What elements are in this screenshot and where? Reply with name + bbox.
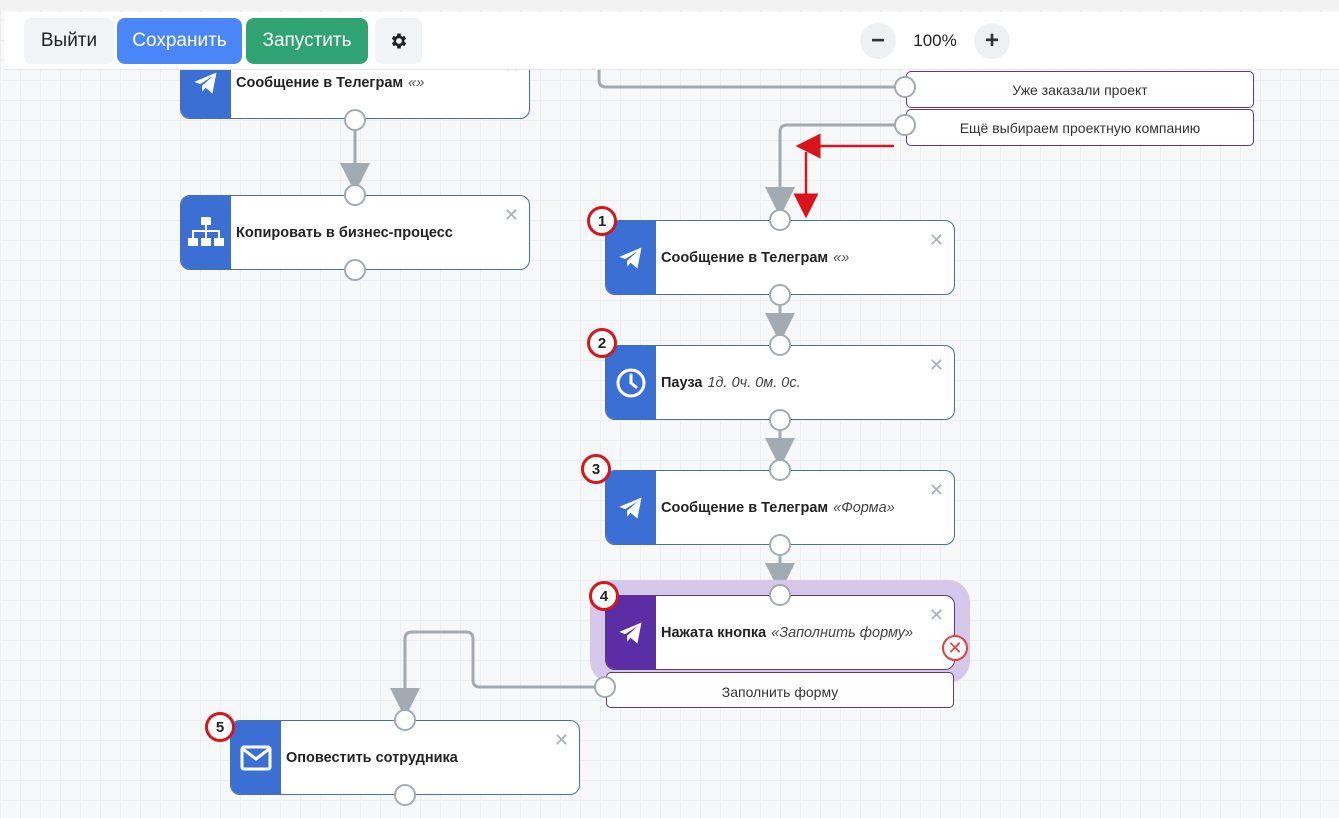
- exit-button[interactable]: Выйти: [24, 18, 114, 64]
- annotation-badge-1: 1: [587, 206, 617, 236]
- node-title: Сообщение в Телеграм«Форма»: [661, 499, 895, 516]
- node-telegram-form[interactable]: Сообщение в Телеграм«Форма» ✕: [605, 470, 955, 545]
- window-top-strip: [0, 0, 1339, 10]
- node-title: Сообщение в Телеграм«»: [661, 249, 850, 266]
- telegram-icon: [606, 596, 656, 669]
- close-icon[interactable]: ✕: [928, 230, 944, 250]
- node-title: Оповестить сотрудника: [286, 749, 458, 766]
- run-button[interactable]: Запустить: [246, 18, 368, 64]
- option-still-choosing[interactable]: Ещё выбираем проектную компанию: [906, 109, 1254, 146]
- port-option-already-ordered[interactable]: [894, 76, 916, 98]
- node-button-pressed[interactable]: Нажата кнопка«Заполнить форму» ✕: [605, 595, 955, 670]
- zoom-level: 100%: [913, 31, 957, 50]
- error-remove-icon[interactable]: ✕: [942, 635, 968, 661]
- option-label: Заполнить форму: [721, 684, 839, 700]
- telegram-icon: [606, 221, 656, 294]
- settings-button[interactable]: [375, 18, 422, 64]
- node-notify-employee[interactable]: Оповестить сотрудника ✕: [230, 720, 580, 795]
- org-chart-icon: [181, 196, 231, 269]
- close-icon[interactable]: ✕: [928, 605, 944, 625]
- editor-toolbar: Выйти Сохранить Запустить − 100% +: [4, 12, 1339, 70]
- wire-top-right: [597, 70, 905, 89]
- option-fill-form[interactable]: Заполнить форму: [606, 672, 954, 708]
- node-title: Сообщение в Телеграм«»: [236, 74, 425, 91]
- gear-icon: [391, 33, 406, 49]
- option-already-ordered[interactable]: Уже заказали проект: [906, 71, 1254, 108]
- port-out-tg-top[interactable]: [344, 109, 366, 131]
- port-in-msg1[interactable]: [769, 209, 791, 231]
- port-in-button[interactable]: [769, 584, 791, 606]
- envelope-icon: [231, 721, 281, 794]
- annotation-badge-5: 5: [205, 712, 235, 742]
- wire-choose-to-msg1: [765, 123, 905, 217]
- port-in-form[interactable]: [769, 459, 791, 481]
- annotation-badge-2: 2: [587, 328, 617, 358]
- port-in-copy[interactable]: [344, 184, 366, 206]
- zoom-in-button[interactable]: +: [974, 23, 1010, 59]
- close-icon[interactable]: ✕: [553, 730, 569, 750]
- node-title: Копировать в бизнес-процесс: [236, 224, 453, 241]
- close-icon[interactable]: ✕: [928, 480, 944, 500]
- telegram-icon: [606, 471, 656, 544]
- port-option-still-choosing[interactable]: [894, 114, 916, 136]
- option-label: Ещё выбираем проектную компанию: [959, 119, 1201, 136]
- node-telegram-message-1[interactable]: Сообщение в Телеграм«» ✕: [605, 220, 955, 295]
- port-in-pause[interactable]: [769, 334, 791, 356]
- port-out-pause[interactable]: [769, 409, 791, 431]
- close-icon[interactable]: ✕: [503, 205, 519, 225]
- clock-icon: [606, 346, 656, 419]
- annotation-badge-4: 4: [589, 581, 619, 611]
- port-option-fill-form[interactable]: [594, 676, 616, 698]
- save-button[interactable]: Сохранить: [117, 18, 242, 64]
- option-label: Уже заказали проект: [1012, 81, 1148, 98]
- close-icon[interactable]: ✕: [928, 355, 944, 375]
- port-out-form[interactable]: [769, 534, 791, 556]
- node-title: Нажата кнопка«Заполнить форму»: [661, 624, 914, 641]
- port-out-copy[interactable]: [344, 259, 366, 281]
- port-out-msg1[interactable]: [769, 284, 791, 306]
- port-out-notify[interactable]: [394, 784, 416, 806]
- zoom-out-button[interactable]: −: [860, 23, 896, 59]
- annotation-badge-3: 3: [581, 454, 611, 484]
- node-copy-business-process[interactable]: Копировать в бизнес-процесс ✕: [180, 195, 530, 270]
- port-in-notify[interactable]: [394, 709, 416, 731]
- wire-fillform-to-notify: [390, 630, 605, 718]
